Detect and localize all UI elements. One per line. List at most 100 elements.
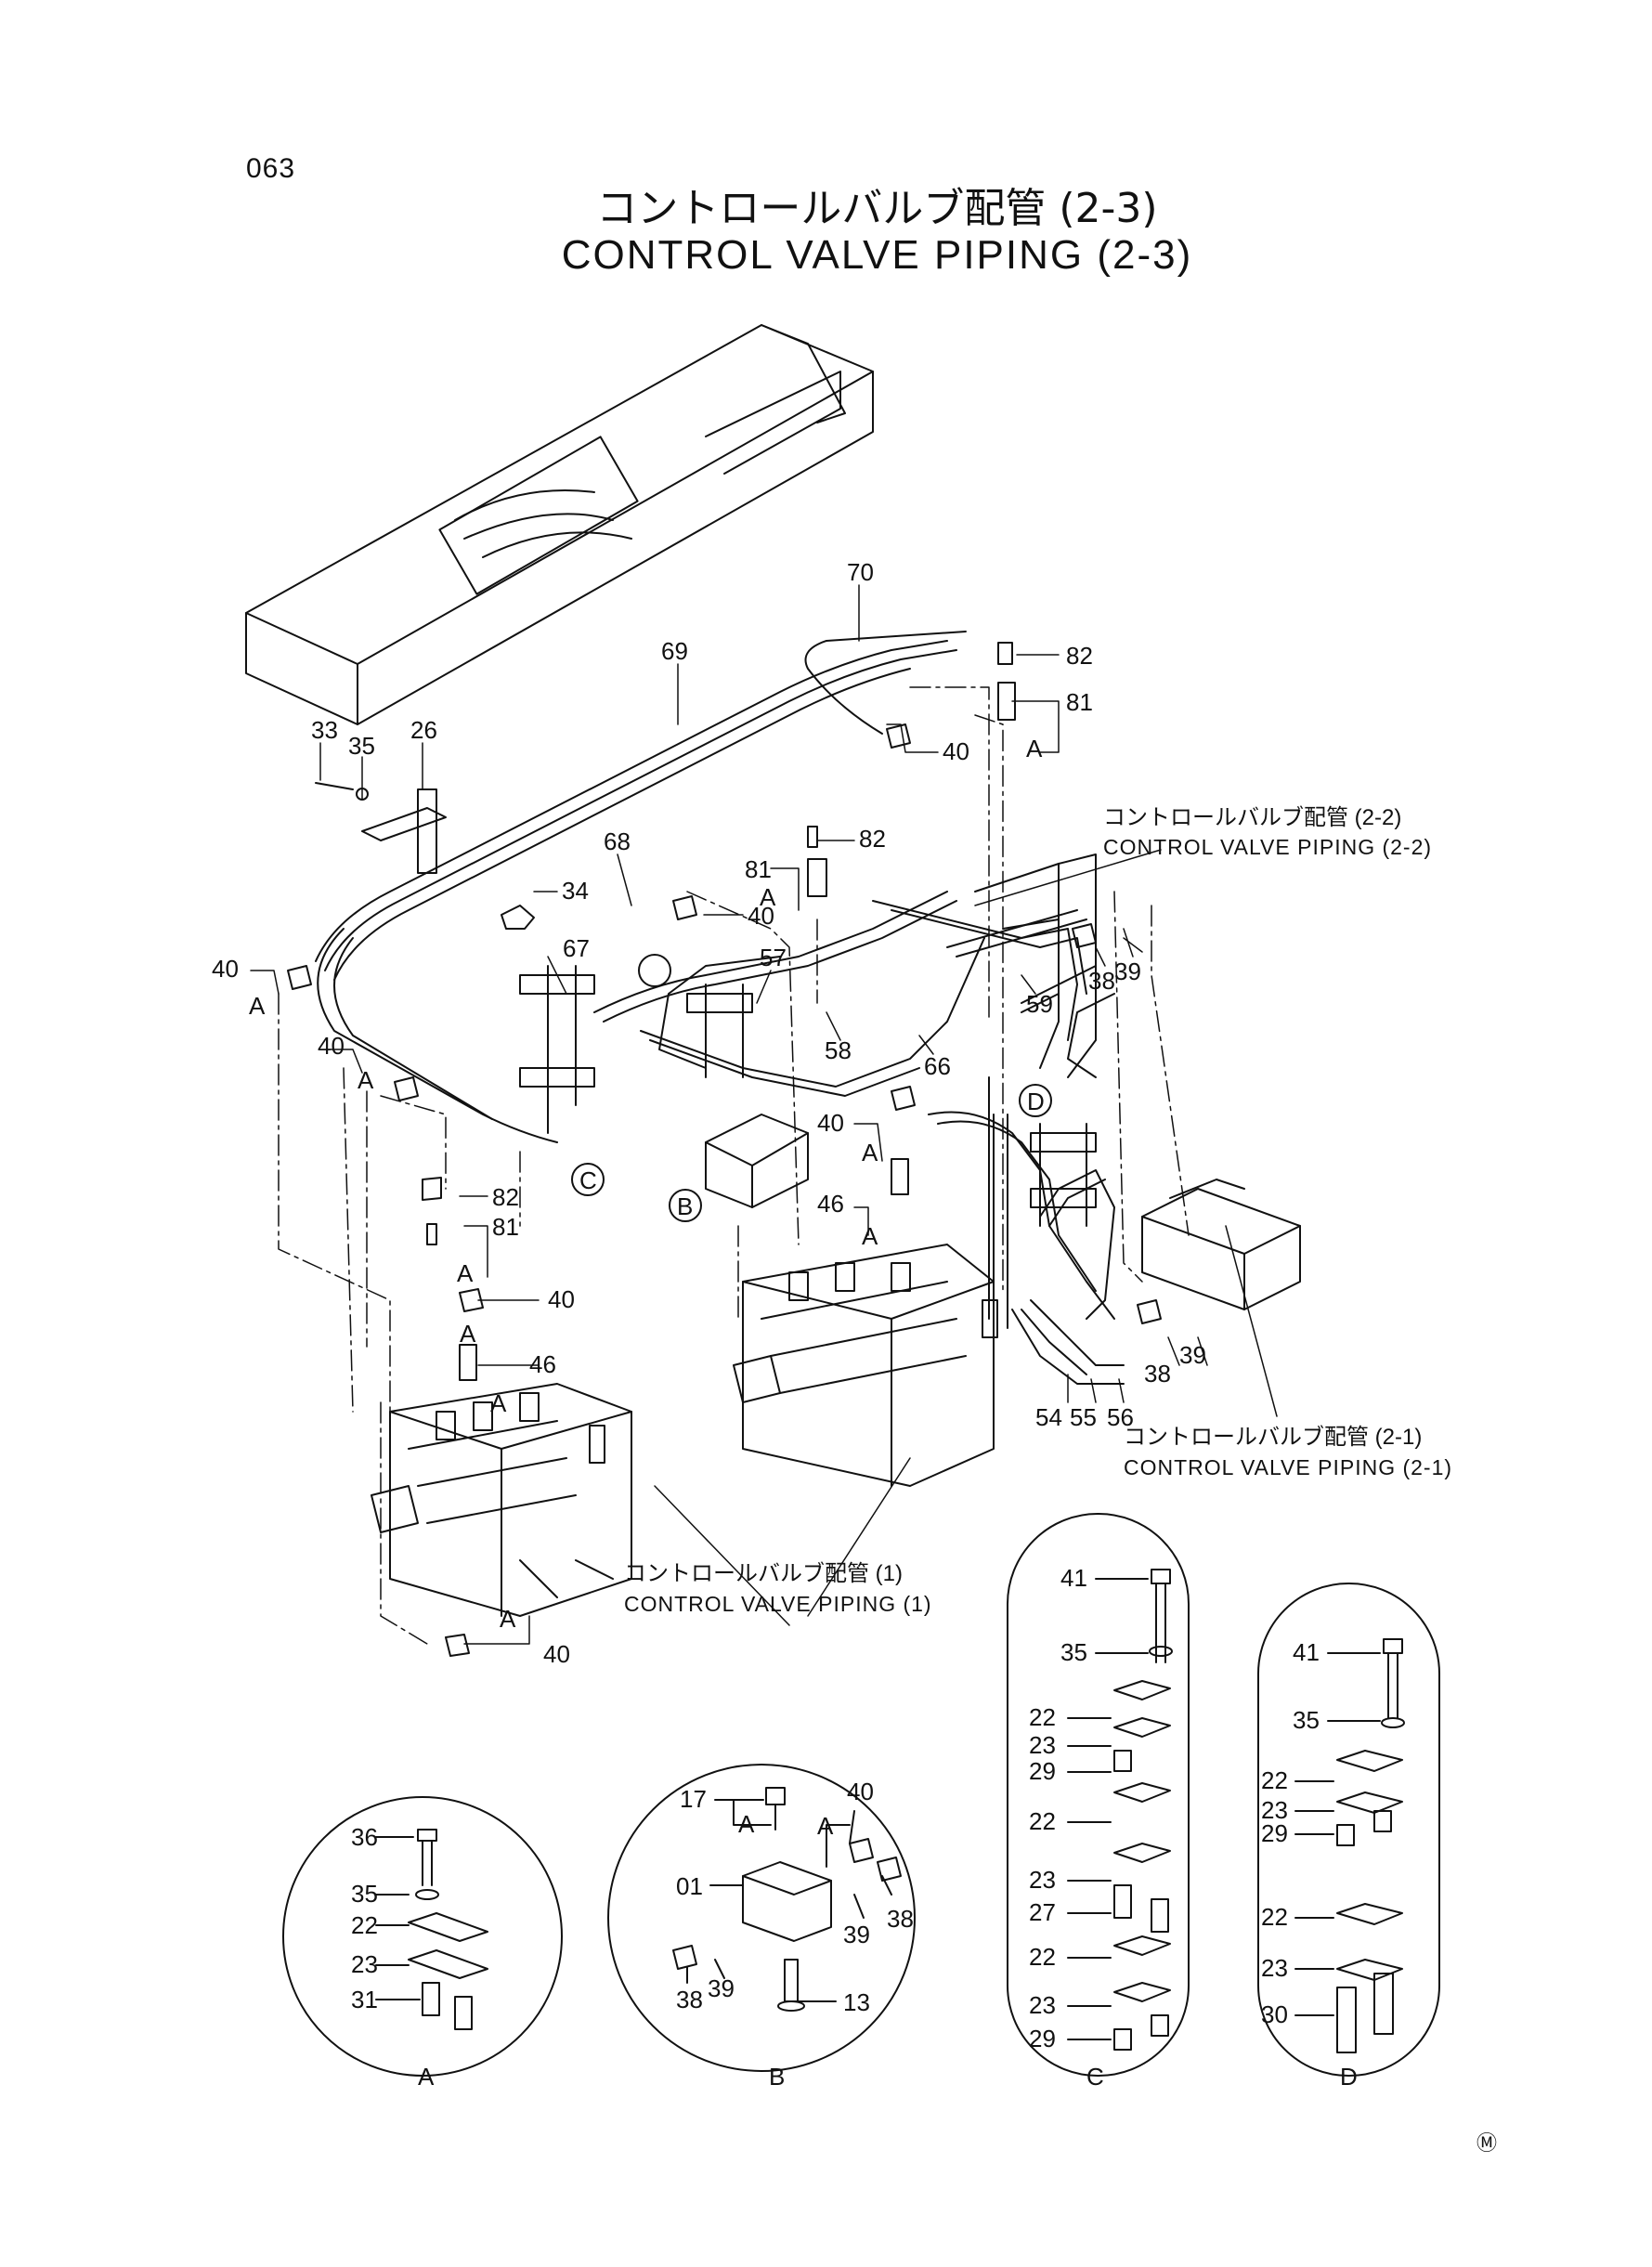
callout-c: C [579, 1166, 597, 1194]
callout-a: A [460, 1320, 476, 1348]
callout-46: 46 [817, 1190, 844, 1218]
callout-40: 40 [748, 902, 774, 930]
callout-40: 40 [548, 1285, 575, 1313]
detail-b-a2: A [817, 1812, 834, 1840]
callout-46: 46 [529, 1350, 556, 1378]
detail-c-23a: 23 [1029, 1731, 1056, 1759]
detail-b-38b: 38 [676, 1986, 703, 2013]
detail-a-31: 31 [351, 1986, 378, 2013]
detail-c-22c: 22 [1029, 1943, 1056, 1971]
detail-view-c [1007, 1513, 1190, 2077]
detail-a-35: 35 [351, 1880, 378, 1908]
callout-55: 55 [1070, 1403, 1097, 1431]
callout-68: 68 [604, 827, 631, 855]
connection-lines [278, 686, 1190, 1645]
callout-59: 59 [1026, 990, 1053, 1018]
callout-34: 34 [562, 877, 589, 905]
valve-block-right [1141, 1179, 1301, 1310]
detail-b-38a: 38 [887, 1905, 914, 1933]
callout-40: 40 [318, 1032, 345, 1060]
title-english: CONTROL VALVE PIPING (2-3) [561, 232, 1193, 278]
callout-38: 38 [1088, 967, 1115, 995]
corner-mark: Ⓜ [1476, 2131, 1498, 2155]
detail-c-41: 41 [1060, 1564, 1087, 1592]
clamp-c [519, 965, 595, 1134]
junction-block-b [705, 1114, 809, 1208]
callout-b: B [677, 1192, 693, 1220]
detail-a-23: 23 [351, 1950, 378, 1978]
fittings [287, 642, 1162, 1657]
detail-c-29b: 29 [1029, 2025, 1056, 2052]
detail-d-23b: 23 [1261, 1954, 1288, 1982]
title-japanese: コントロールバルブ配管 (2-3) [596, 185, 1158, 232]
callout-69: 69 [661, 637, 688, 665]
callout-70: 70 [847, 558, 874, 586]
detail-c-23b: 23 [1029, 1866, 1056, 1894]
ref-1-en: CONTROL VALVE PIPING (1) [624, 1592, 932, 1616]
detail-c-29a: 29 [1029, 1757, 1056, 1785]
control-valve-left [371, 1383, 632, 1617]
ref-2-1-jp: コントロールバルブ配管 (2-1) [1124, 1425, 1422, 1450]
clamp-a-upper [686, 984, 753, 1078]
pipe-network [315, 631, 1125, 1385]
detail-b-40: 40 [847, 1778, 874, 1805]
detail-b-39b: 39 [708, 1974, 735, 2002]
callout-35: 35 [348, 732, 375, 760]
callout-57: 57 [760, 944, 787, 971]
detail-c-35: 35 [1060, 1638, 1087, 1666]
callout-a: A [457, 1259, 474, 1287]
detail-c-27: 27 [1029, 1898, 1056, 1926]
detail-c-23c: 23 [1029, 1991, 1056, 2019]
detail-a-36: 36 [351, 1823, 378, 1851]
pipe-stubs [589, 1299, 998, 1464]
detail-d-30: 30 [1261, 2000, 1288, 2028]
detail-d-35: 35 [1293, 1706, 1320, 1734]
callout-a: A [1026, 735, 1043, 762]
callout-26: 26 [410, 716, 437, 744]
callout-40: 40 [817, 1109, 844, 1137]
callout-40: 40 [943, 737, 969, 765]
detail-d-29: 29 [1261, 1819, 1288, 1847]
detail-c-22b: 22 [1029, 1807, 1056, 1835]
ref-2-2-en: CONTROL VALVE PIPING (2-2) [1103, 835, 1432, 859]
bracket-26 [315, 782, 535, 930]
detail-d-label: D [1340, 2063, 1358, 2091]
callout-67: 67 [563, 934, 590, 962]
callout-81: 81 [1066, 688, 1093, 716]
detail-a-22: 22 [351, 1911, 378, 1939]
detail-view-a [282, 1796, 563, 2077]
clamp-d [1030, 1123, 1097, 1227]
machine-frame [245, 324, 874, 725]
detail-b-13: 13 [843, 1988, 870, 2016]
callout-66: 66 [924, 1052, 951, 1080]
detail-view-d [1257, 1583, 1440, 2077]
detail-d-41: 41 [1293, 1638, 1320, 1666]
callout-82: 82 [492, 1183, 519, 1211]
callout-a: A [862, 1139, 878, 1166]
callout-56: 56 [1107, 1403, 1134, 1431]
detail-b-label: B [769, 2063, 785, 2091]
callout-a: A [500, 1605, 516, 1633]
callout-40: 40 [212, 955, 239, 983]
callout-40: 40 [543, 1640, 570, 1668]
callout-81: 81 [745, 855, 772, 883]
detail-c-22a: 22 [1029, 1703, 1056, 1731]
callout-81: 81 [492, 1213, 519, 1241]
view-markers [571, 954, 1052, 1222]
detail-b-17: 17 [680, 1785, 707, 1813]
callout-54: 54 [1035, 1403, 1062, 1431]
callout-82: 82 [1066, 642, 1093, 670]
callout-58: 58 [825, 1036, 852, 1064]
detail-a-label: A [418, 2063, 435, 2091]
page-number: 063 [246, 153, 296, 184]
detail-b-a1: A [738, 1810, 755, 1838]
callout-38: 38 [1144, 1360, 1171, 1388]
control-valve-right [733, 1244, 995, 1487]
detail-d-22b: 22 [1261, 1903, 1288, 1931]
callout-82: 82 [859, 825, 886, 853]
detail-d-23a: 23 [1261, 1796, 1288, 1824]
detail-b-01: 01 [676, 1872, 703, 1900]
detail-c-label: C [1086, 2063, 1104, 2091]
detail-d-22a: 22 [1261, 1766, 1288, 1794]
